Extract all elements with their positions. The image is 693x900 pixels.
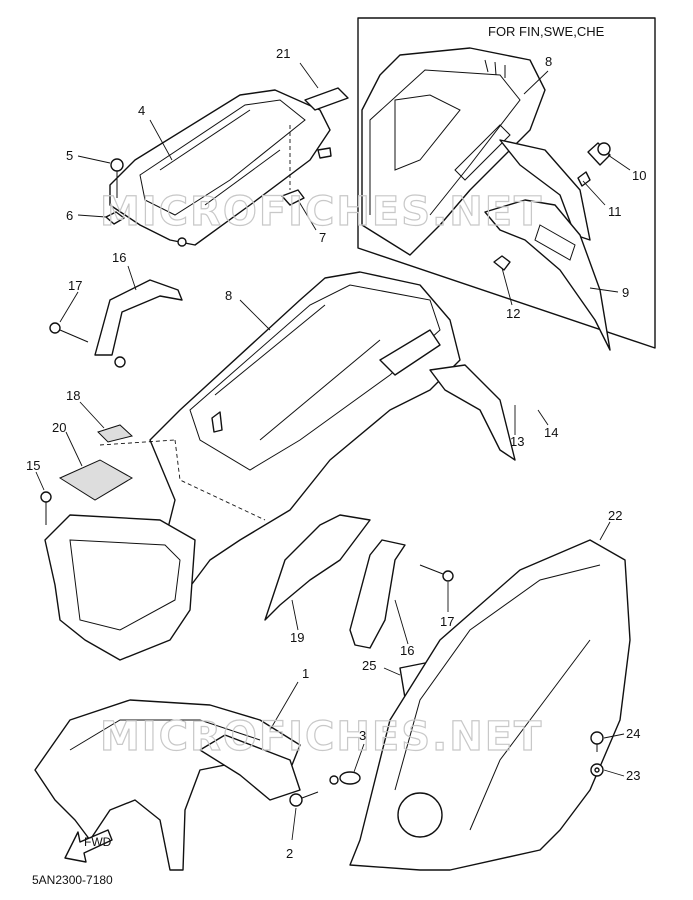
rear-fender-8 — [149, 271, 516, 641]
callouts: 1 2 3 4 5 6 7 8 8 9 10 11 12 13 14 15 16… — [26, 46, 646, 861]
callout-19: 19 — [290, 630, 304, 645]
callout-7: 7 — [319, 230, 326, 245]
callout-10: 10 — [632, 168, 646, 183]
callout-14: 14 — [544, 425, 558, 440]
callout-23: 23 — [626, 768, 640, 783]
callout-12: 12 — [506, 306, 520, 321]
callout-16-lower: 16 — [400, 643, 414, 658]
screw-5 — [110, 158, 124, 198]
bolt-17-lower — [419, 564, 454, 582]
callout-11: 11 — [608, 204, 622, 219]
inset-label: FOR FIN,SWE,CHE — [488, 24, 605, 39]
callout-21: 21 — [276, 46, 290, 61]
bolt-15 — [40, 491, 52, 525]
inset-nut-11 — [577, 171, 591, 187]
callout-4: 4 — [138, 103, 145, 118]
callout-6: 6 — [66, 208, 73, 223]
callout-17-lower: 17 — [440, 614, 454, 629]
front-fender-22 — [349, 539, 631, 871]
callout-8-inset: 8 — [545, 54, 552, 69]
catalog-code: 5AN2300-7180 — [32, 873, 113, 887]
inset-panel: FOR FIN,SWE,CHE — [357, 17, 656, 349]
pad-7 — [281, 189, 305, 206]
grab-bar-16-lower — [349, 539, 406, 649]
clamp-3 — [329, 771, 361, 785]
nut-6 — [105, 211, 125, 225]
inset-nut-12 — [493, 255, 511, 271]
callout-2: 2 — [286, 846, 293, 861]
washer-23 — [590, 763, 604, 777]
callout-22: 22 — [608, 508, 622, 523]
forward-arrow-icon: FWD — [64, 829, 113, 863]
tray-box — [44, 514, 196, 661]
callout-20: 20 — [52, 420, 66, 435]
leader-lines — [35, 62, 631, 841]
seat-cowl-4 — [109, 89, 332, 247]
inset-flap-9 — [484, 199, 611, 351]
bolt-2 — [289, 791, 319, 807]
callout-3: 3 — [359, 728, 366, 743]
mudflap-19 — [264, 514, 371, 621]
callout-13: 13 — [510, 434, 524, 449]
bolt-24 — [590, 731, 604, 752]
label-21 — [304, 87, 349, 111]
fwd-label: FWD — [84, 835, 112, 849]
callout-8: 8 — [225, 288, 232, 303]
inset-bolt-10 — [587, 142, 611, 166]
bolt-17-upper — [49, 322, 89, 343]
callout-5: 5 — [66, 148, 73, 163]
callout-25: 25 — [362, 658, 376, 673]
watermark-bottom: MICROFICHES.NET — [100, 714, 543, 760]
watermark-top: MICROFICHES.NET — [100, 189, 543, 235]
callout-9: 9 — [622, 285, 629, 300]
callout-24: 24 — [626, 726, 640, 741]
pad-18 — [97, 424, 134, 443]
grab-bar-16-upper — [94, 279, 183, 368]
callout-16-upper: 16 — [112, 250, 126, 265]
callout-15: 15 — [26, 458, 40, 473]
pad-20 — [58, 459, 133, 501]
inset-rear-fender — [361, 47, 591, 256]
front-fender-1 — [34, 699, 301, 871]
callout-1: 1 — [302, 666, 309, 681]
callout-18: 18 — [66, 388, 80, 403]
callout-17-upper: 17 — [68, 278, 82, 293]
